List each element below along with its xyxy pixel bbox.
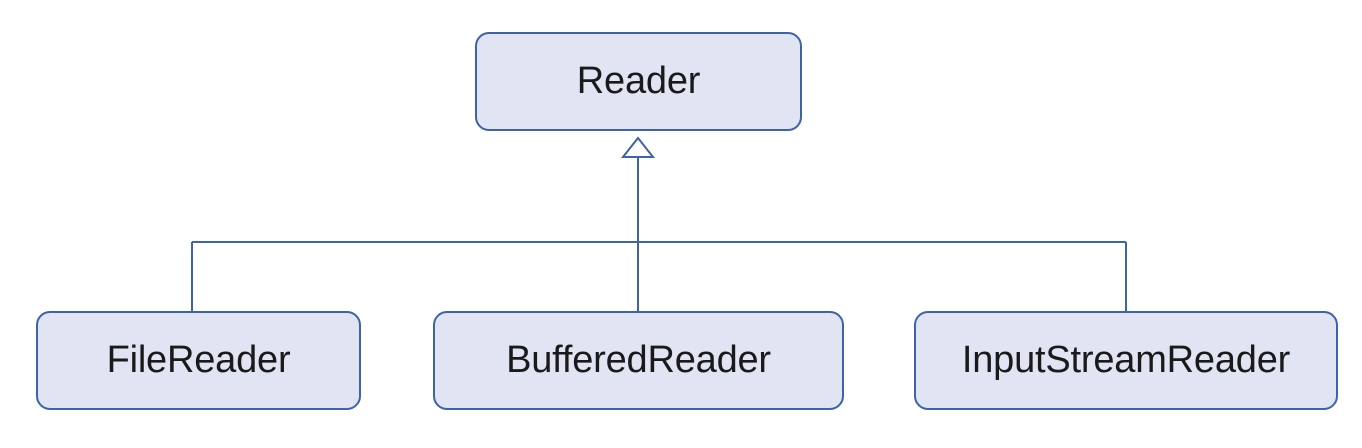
class-label-bufferedreader: BufferedReader (506, 339, 771, 381)
class-label-inputstreamreader: InputStreamReader (961, 339, 1291, 381)
class-label-reader: Reader (576, 60, 701, 102)
class-node-filereader: FileReader (36, 311, 361, 410)
class-node-bufferedreader: BufferedReader (433, 311, 844, 410)
class-label-filereader: FileReader (106, 339, 291, 381)
class-node-reader: Reader (475, 32, 802, 131)
inheritance-arrowhead-icon (620, 136, 656, 158)
class-node-inputstreamreader: InputStreamReader (914, 311, 1338, 410)
